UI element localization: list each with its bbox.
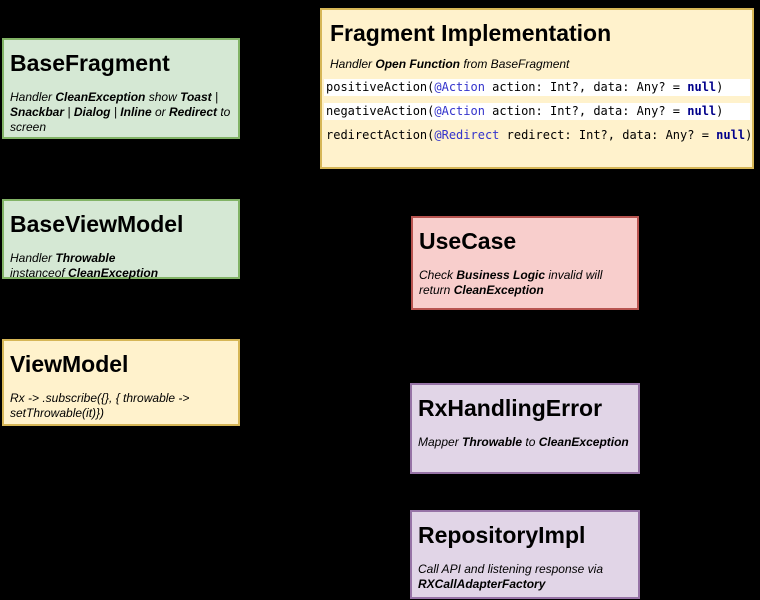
- box-usecase-description: Check Business Logic invalid will return…: [419, 268, 603, 297]
- box-base-viewmodel: BaseViewModel Handler Throwable instance…: [2, 199, 240, 280]
- box-fragment-implementation-subtitle: Handler Open Function from BaseFragment: [330, 57, 570, 71]
- box-usecase: UseCase Check Business Logic invalid wil…: [411, 216, 639, 310]
- box-viewmodel-title: ViewModel: [10, 351, 129, 377]
- box-repository-impl-description: Call API and listening response via RXCa…: [418, 562, 603, 591]
- box-viewmodel: ViewModel Rx -> .subscribe({}, { throwab…: [2, 339, 240, 426]
- code-line: positiveAction(@Action action: Int?, dat…: [324, 79, 750, 96]
- box-base-viewmodel-title: BaseViewModel: [10, 211, 184, 237]
- box-fragment-implementation-title: Fragment Implementation: [330, 20, 612, 46]
- box-base-fragment-description: Handler CleanException show Toast | Snac…: [10, 90, 234, 134]
- box-base-fragment: BaseFragment Handler CleanException show…: [2, 38, 240, 139]
- code-lines: positiveAction(@Action action: Int?, dat…: [322, 79, 752, 144]
- box-repository-impl-title: RepositoryImpl: [418, 522, 586, 548]
- box-usecase-title: UseCase: [419, 228, 517, 254]
- code-line: redirectAction(@Redirect redirect: Int?,…: [326, 128, 753, 142]
- box-rx-handling-error-title: RxHandlingError: [418, 395, 603, 421]
- box-viewmodel-description: Rx -> .subscribe({}, { throwable -> setT…: [10, 391, 190, 420]
- box-repository-impl: RepositoryImpl Call API and listening re…: [410, 510, 640, 599]
- box-rx-handling-error-description: Mapper Throwable to CleanException: [418, 435, 629, 449]
- code-line: negativeAction(@Action action: Int?, dat…: [324, 103, 750, 120]
- box-base-viewmodel-description: Handler Throwable instanceof CleanExcept…: [10, 251, 159, 280]
- box-fragment-implementation: Fragment Implementation Handler Open Fun…: [320, 8, 754, 169]
- box-base-fragment-title: BaseFragment: [10, 50, 170, 76]
- box-rx-handling-error: RxHandlingError Mapper Throwable to Clea…: [410, 383, 640, 474]
